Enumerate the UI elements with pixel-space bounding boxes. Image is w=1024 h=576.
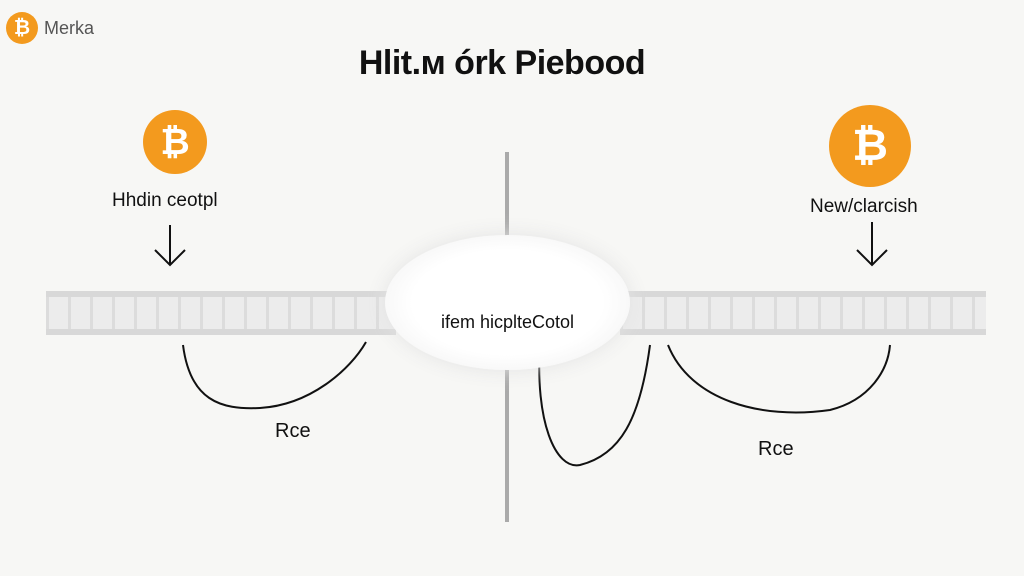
down-arrow-right <box>856 222 888 267</box>
page-title: Hlit.м órk Piebood <box>358 44 646 82</box>
bitcoin-icon: ₿ <box>143 110 207 174</box>
bitcoin-icon: ₿ <box>829 105 911 187</box>
cloud-label: ifem hicplteCotol <box>440 312 575 332</box>
left-loop-label: Rce <box>275 420 311 442</box>
left-chain-bar <box>46 291 396 335</box>
loop-right <box>667 344 891 414</box>
down-arrow-left <box>154 225 186 267</box>
right-chain-bar <box>620 291 986 335</box>
right-node-label: New/clarcish <box>810 196 918 217</box>
left-node-label: Hhdin ceotpl <box>112 190 218 211</box>
cloud-node <box>385 235 630 370</box>
loop-left <box>182 341 367 410</box>
right-loop-label: Rce <box>758 438 794 460</box>
bitcoin-icon: ₿ <box>6 12 38 44</box>
brand-name: Merka <box>44 18 95 38</box>
loop-center <box>538 344 651 467</box>
